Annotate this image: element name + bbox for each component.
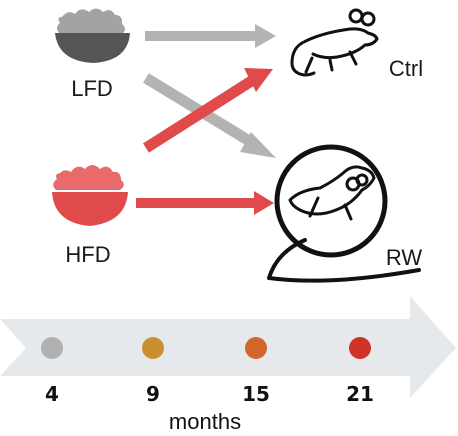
running-wheel-icon [267, 144, 421, 283]
timeline-points: 4 9 15 21 [41, 337, 374, 406]
hfd-to-ctrl-arrow [143, 68, 273, 153]
lfd-food-bowl-icon [55, 8, 130, 63]
timeline-dot-21 [349, 337, 371, 359]
timeline-dot-15 [245, 337, 267, 359]
ctrl-label: Ctrl [389, 56, 423, 81]
hfd-food-bowl-icon [52, 165, 128, 226]
timeline-arrow [0, 296, 456, 398]
ctrl-mouse-icon [290, 8, 379, 77]
timeline-label-21: 21 [346, 382, 374, 406]
timeline-dot-9 [142, 337, 164, 359]
hfd-label: HFD [65, 242, 110, 267]
lfd-label: LFD [71, 76, 113, 101]
timeline-label-9: 9 [146, 382, 160, 406]
timeline-label-15: 15 [242, 382, 270, 406]
timeline-unit-label: months [169, 409, 241, 434]
rw-label: RW [386, 245, 422, 270]
timeline-label-4: 4 [45, 382, 59, 406]
lfd-to-ctrl-arrow [145, 24, 276, 48]
timeline-dot-4 [41, 337, 63, 359]
hfd-to-rw-arrow [136, 191, 274, 215]
